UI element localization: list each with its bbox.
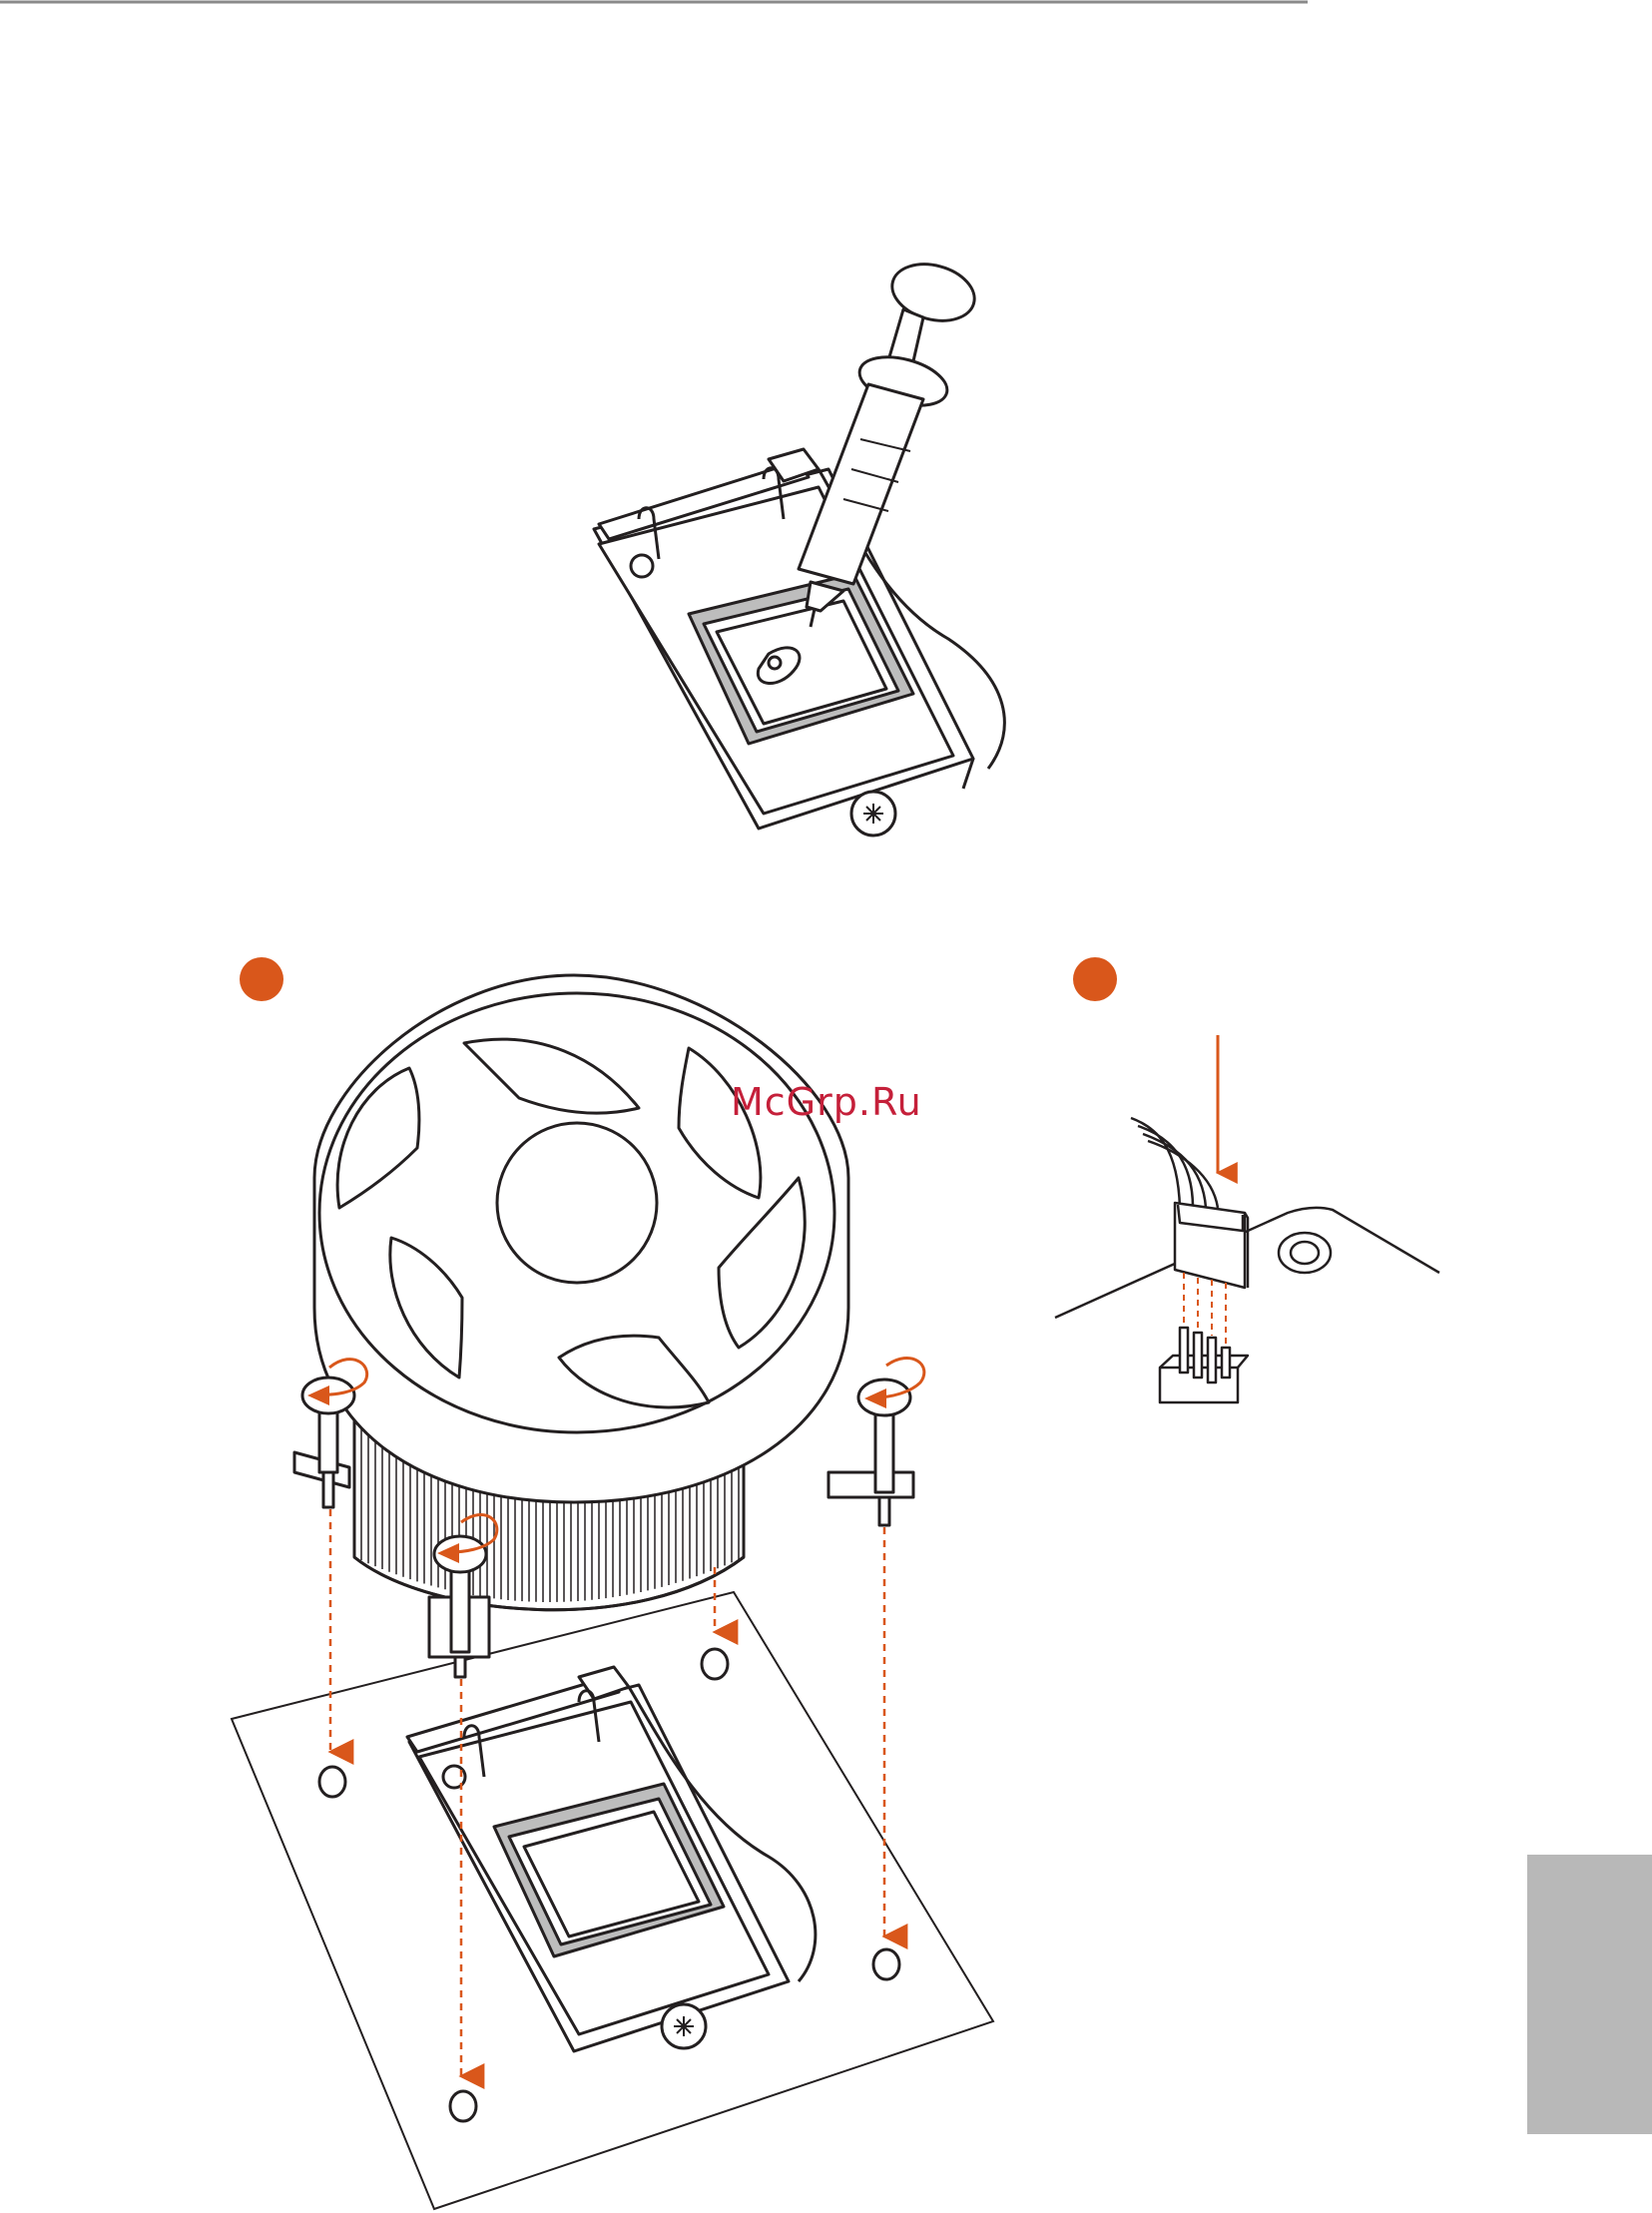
fan-header-icon — [1055, 1118, 1439, 1402]
fan-header-guides — [1184, 1273, 1226, 1346]
step-1-badge — [240, 957, 283, 1001]
watermark-text: McGrp.Ru — [731, 1080, 922, 1124]
side-tab — [1527, 1855, 1652, 2134]
cpu-socket-icon — [407, 1667, 816, 2051]
cpu-socket-icon — [594, 449, 1004, 835]
step-2-badge — [1073, 957, 1117, 1001]
thermal-paste-syringe-icon — [799, 256, 981, 627]
